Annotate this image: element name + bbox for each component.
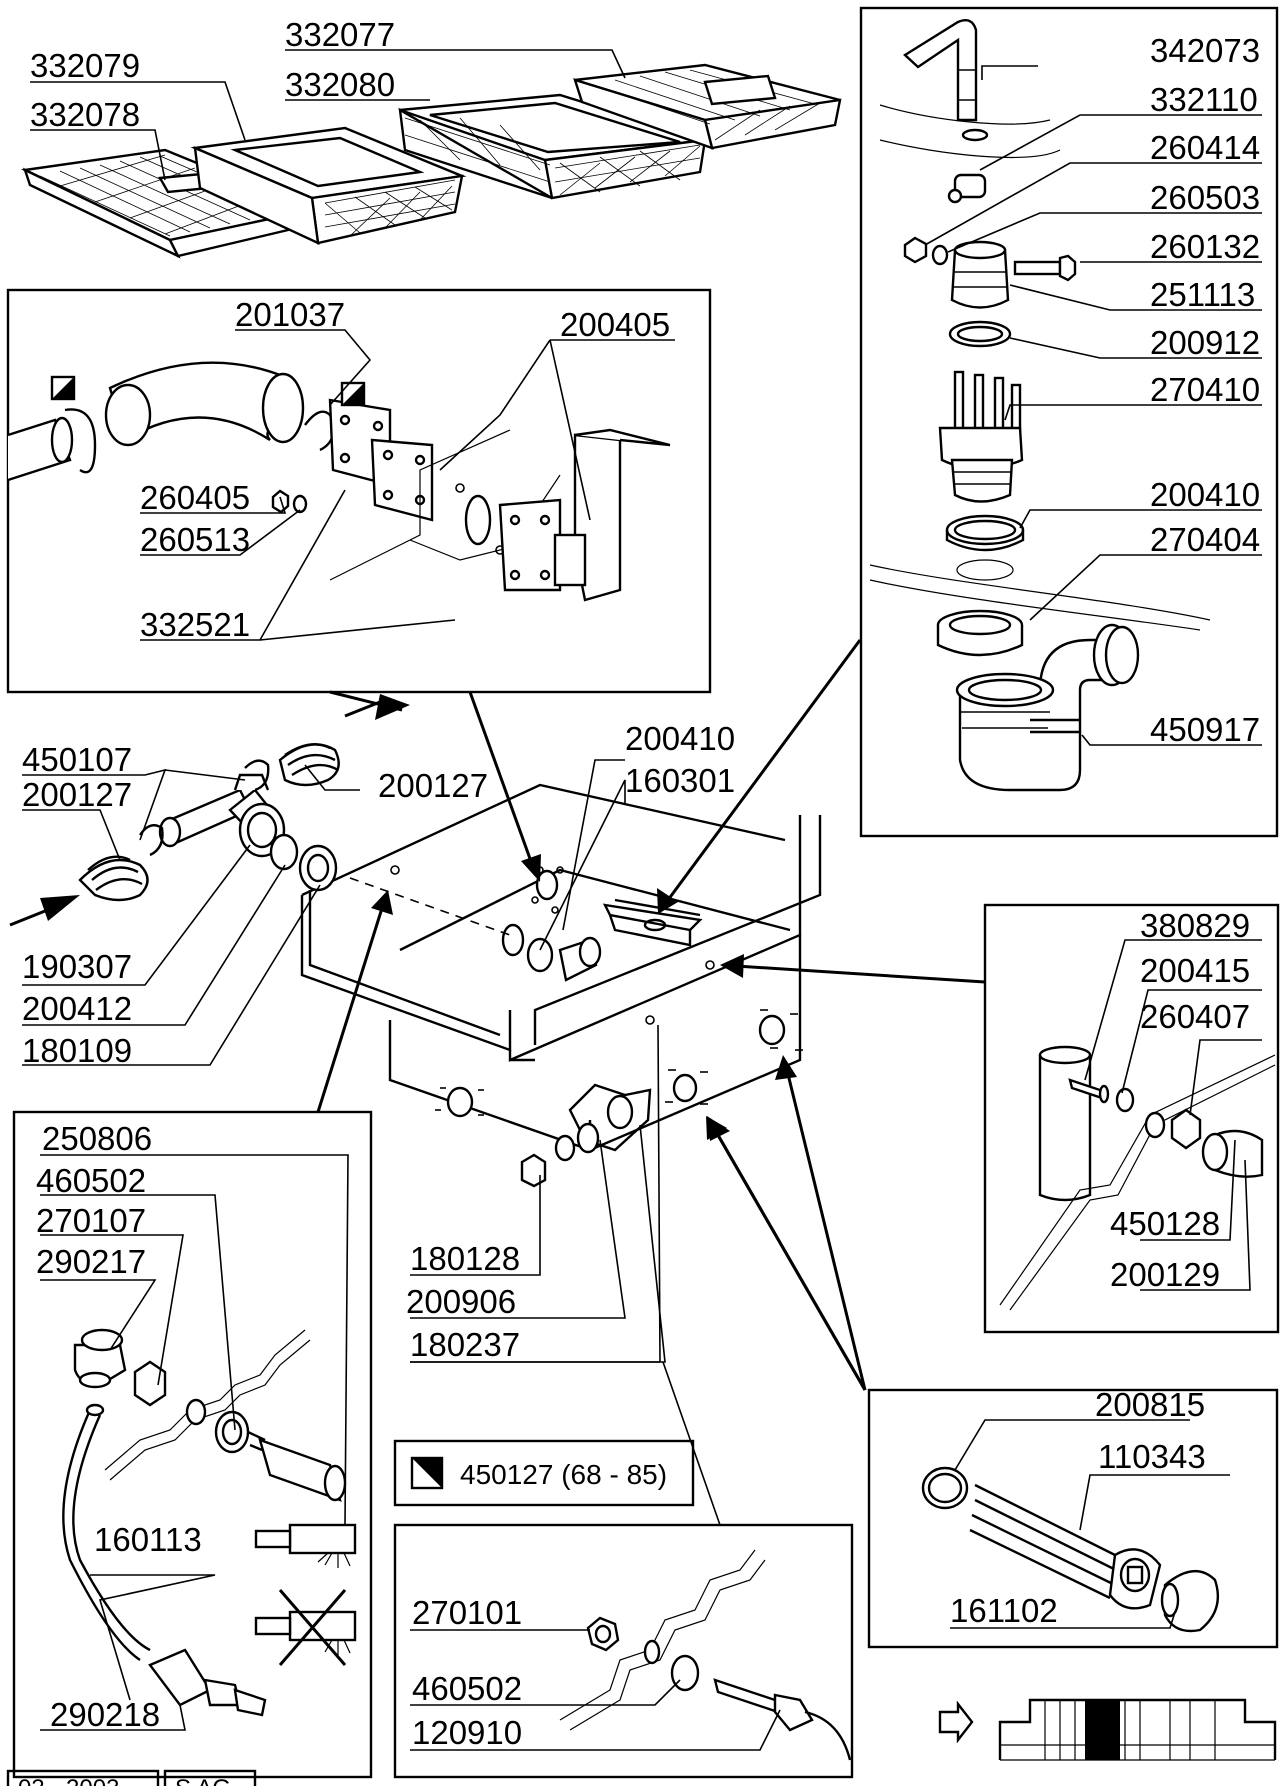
label-200129: 200129 [1110, 1256, 1220, 1293]
label-270107: 270107 [36, 1202, 146, 1239]
tank [78, 743, 822, 1188]
label-450917: 450917 [1150, 711, 1260, 748]
label-380829: 380829 [1140, 907, 1250, 944]
heater-panel [867, 1388, 1279, 1649]
label-332077: 332077 [285, 16, 395, 53]
label-200127-right: 200127 [378, 767, 488, 804]
drain-panel [859, 6, 1279, 838]
label-270101: 270101 [412, 1594, 522, 1631]
label-201037: 201037 [235, 296, 345, 333]
label-290218: 290218 [50, 1696, 160, 1733]
nozzle-panel [12, 1110, 373, 1779]
thermostat-panel [393, 1523, 854, 1779]
label-160113: 160113 [94, 1521, 202, 1558]
label-200912: 200912 [1150, 324, 1260, 361]
label-332110: 332110 [1150, 81, 1258, 118]
legend-text: 450127 (68 - 85) [460, 1459, 667, 1490]
arrows [9, 639, 986, 1391]
label-270410: 270410 [1150, 371, 1260, 408]
basket-large-left [190, 126, 467, 246]
label-450107: 450107 [22, 741, 132, 778]
label-161102: 161102 [950, 1592, 1058, 1629]
label-160301: 160301 [625, 762, 735, 799]
label-260414: 260414 [1150, 129, 1260, 166]
label-342073: 342073 [1150, 32, 1260, 69]
location-thumbnail [938, 1698, 1277, 1761]
footer-date: 03 - 2003 [18, 1775, 119, 1786]
label-200415: 200415 [1140, 952, 1250, 989]
label-260407: 260407 [1140, 998, 1250, 1035]
label-200405: 200405 [560, 306, 670, 343]
label-260503: 260503 [1150, 179, 1260, 216]
footer-code: S AG [175, 1775, 231, 1786]
label-110343: 110343 [1098, 1438, 1206, 1475]
hose-panel [6, 288, 712, 694]
label-200127-left: 200127 [22, 776, 132, 813]
label-200410-top: 200410 [1150, 476, 1260, 513]
label-200410-mid: 200410 [625, 720, 735, 757]
label-332080: 332080 [285, 66, 395, 103]
label-200906: 200906 [406, 1283, 516, 1320]
label-180237: 180237 [410, 1326, 520, 1363]
label-190307: 190307 [22, 948, 132, 985]
label-332079: 332079 [30, 47, 140, 84]
label-450128: 450128 [1110, 1205, 1220, 1242]
label-260405: 260405 [140, 479, 250, 516]
label-290217: 290217 [36, 1243, 146, 1280]
label-260513: 260513 [140, 521, 250, 558]
label-332521: 332521 [140, 606, 250, 643]
label-251113: 251113 [1150, 276, 1255, 313]
label-180128: 180128 [410, 1240, 520, 1277]
basket-large-center [398, 93, 707, 200]
label-180109: 180109 [22, 1032, 132, 1069]
label-270404: 270404 [1150, 521, 1260, 558]
basket-small-right [573, 63, 842, 150]
label-332078: 332078 [30, 96, 140, 133]
legend-box [393, 1439, 695, 1507]
footer: 03 - 2003 S AG [6, 1769, 257, 1786]
label-200412: 200412 [22, 990, 132, 1027]
leader-lines [22, 49, 1262, 1751]
probe-panel [983, 903, 1280, 1334]
label-260132: 260132 [1150, 228, 1260, 265]
label-120910: 120910 [412, 1714, 522, 1751]
label-200815: 200815 [1095, 1386, 1205, 1423]
label-250806: 250806 [42, 1120, 152, 1157]
labels: 332079 332078 332077 332080 342073 33211… [22, 16, 1260, 1751]
label-460502-bottom: 460502 [412, 1670, 522, 1707]
label-460502-left: 460502 [36, 1162, 146, 1199]
baskets-group [20, 63, 842, 259]
